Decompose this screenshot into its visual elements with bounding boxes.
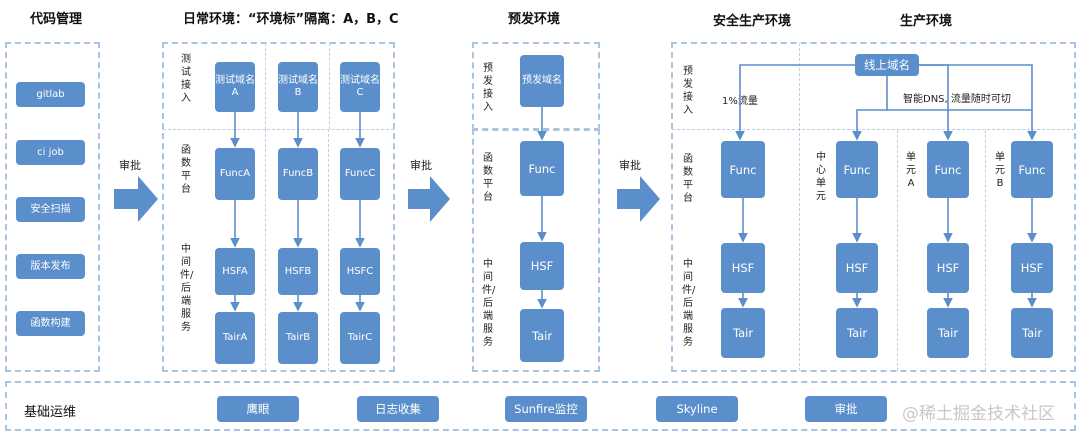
approve-arrow-2 bbox=[408, 176, 450, 222]
prod-online-domain[interactable]: 线上域名 bbox=[855, 54, 919, 76]
daily-domain-c[interactable]: 测试域名C bbox=[340, 62, 380, 112]
daily-tair-a[interactable]: TairA bbox=[215, 312, 255, 364]
prod-unit-label-b: 单元B bbox=[995, 152, 1005, 189]
infra-title: 基础运维 bbox=[24, 405, 77, 420]
daily-func-c[interactable]: FuncC bbox=[340, 148, 380, 200]
code-mgmt-item-security-scan[interactable]: 安全扫描 bbox=[16, 197, 85, 222]
section-title-daily-env: 日常环境：“环境标”隔离：A，B，C bbox=[183, 12, 399, 27]
daily-func-a[interactable]: FuncA bbox=[215, 148, 255, 200]
prod-unit-label-a: 单元A bbox=[906, 152, 916, 189]
daily-env-col-divider-1 bbox=[265, 43, 266, 129]
infra-item-eagle-eye[interactable]: 鹰眼 bbox=[217, 396, 299, 422]
daily-col-b-outline bbox=[265, 129, 329, 371]
safe-row-label-func: 函数平台 bbox=[683, 154, 693, 204]
prod-unit-divider-2 bbox=[985, 130, 986, 371]
safe-tair[interactable]: Tair bbox=[721, 308, 765, 358]
approve-label-1: 审批 bbox=[119, 159, 141, 172]
safe-func[interactable]: Func bbox=[721, 141, 765, 198]
section-title-safe-prod-env: 安全生产环境 bbox=[713, 14, 792, 29]
prod-center-func[interactable]: Func bbox=[836, 141, 878, 198]
prod-unit-a-tair[interactable]: Tair bbox=[927, 308, 969, 358]
infra-item-sunfire[interactable]: Sunfire监控 bbox=[505, 396, 587, 422]
section-title-pre-env: 预发环境 bbox=[508, 12, 561, 27]
arrow-domain-to-unit-b bbox=[919, 64, 1037, 141]
daily-domain-b[interactable]: 测试域名B bbox=[278, 62, 318, 112]
approve-arrow-3 bbox=[617, 176, 660, 222]
prod-unit-a-func[interactable]: Func bbox=[927, 141, 969, 198]
daily-row-label-middleware: 中间件/后端服务 bbox=[180, 244, 194, 333]
prod-unit-b-tair[interactable]: Tair bbox=[1011, 308, 1053, 358]
prod-outer-panel bbox=[671, 42, 1076, 372]
daily-hsf-c[interactable]: HSFC bbox=[340, 248, 380, 295]
prod-unit-a-hsf[interactable]: HSF bbox=[927, 243, 969, 293]
arrow-domain-to-unit-a bbox=[919, 64, 953, 141]
watermark: @稀土掘金技术社区 bbox=[902, 404, 1055, 424]
code-mgmt-panel bbox=[5, 42, 100, 372]
section-title-code-mgmt: 代码管理 bbox=[30, 12, 83, 27]
pre-func[interactable]: Func bbox=[520, 141, 564, 196]
safe-hsf[interactable]: HSF bbox=[721, 243, 765, 293]
daily-hsf-a[interactable]: HSFA bbox=[215, 248, 255, 295]
daily-env-col-divider-2 bbox=[329, 43, 330, 129]
safe-row-label-middleware: 中间件/后端服务 bbox=[682, 259, 696, 348]
infra-item-skyline[interactable]: Skyline bbox=[656, 396, 738, 422]
code-mgmt-item-gitlab[interactable]: gitlab bbox=[16, 82, 85, 107]
prod-unit-b-func[interactable]: Func bbox=[1011, 141, 1053, 198]
daily-row-label-func: 函数平台 bbox=[181, 145, 191, 195]
approve-label-3: 审批 bbox=[619, 159, 641, 172]
pre-tair[interactable]: Tair bbox=[520, 309, 564, 362]
daily-tair-c[interactable]: TairC bbox=[340, 312, 380, 364]
daily-env-panel bbox=[162, 42, 395, 372]
pre-row-label-access: 预发接入 bbox=[483, 63, 493, 113]
arrow-domain-to-safe bbox=[735, 64, 855, 141]
approve-arrow-1 bbox=[114, 176, 158, 222]
pre-env-panel bbox=[472, 129, 600, 372]
pre-row-label-middleware: 中间件/后端服务 bbox=[482, 259, 496, 348]
daily-func-b[interactable]: FuncB bbox=[278, 148, 318, 200]
pre-domain[interactable]: 预发域名 bbox=[520, 55, 564, 107]
safe-row-label-access: 预发接入 bbox=[683, 66, 693, 116]
prod-divider-vertical bbox=[799, 43, 800, 371]
prod-divider-horizontal bbox=[672, 129, 1075, 130]
prod-center-hsf[interactable]: HSF bbox=[836, 243, 878, 293]
pre-hsf[interactable]: HSF bbox=[520, 242, 564, 290]
pre-row-label-func: 函数平台 bbox=[483, 153, 493, 203]
arrow-domain-to-center bbox=[852, 76, 888, 141]
code-mgmt-item-release[interactable]: 版本发布 bbox=[16, 254, 85, 279]
prod-dns-note: 智能DNS, 流量随时可切 bbox=[903, 94, 1011, 105]
code-mgmt-item-ci-job[interactable]: ci job bbox=[16, 140, 85, 165]
code-mgmt-item-func-build[interactable]: 函数构建 bbox=[16, 311, 85, 336]
daily-hsf-b[interactable]: HSFB bbox=[278, 248, 318, 295]
prod-unit-divider-1 bbox=[897, 130, 898, 371]
daily-env-divider-1 bbox=[163, 129, 394, 130]
prod-unit-label-center: 中心单元 bbox=[816, 152, 826, 202]
daily-domain-a[interactable]: 测试域名A bbox=[215, 62, 255, 112]
daily-row-label-access: 测试接入 bbox=[181, 54, 191, 104]
prod-center-tair[interactable]: Tair bbox=[836, 308, 878, 358]
infra-item-approve[interactable]: 审批 bbox=[805, 396, 887, 422]
approve-label-2: 审批 bbox=[410, 159, 432, 172]
daily-tair-b[interactable]: TairB bbox=[278, 312, 318, 364]
infra-panel bbox=[5, 381, 1076, 431]
section-title-prod-env: 生产环境 bbox=[900, 14, 953, 29]
infra-item-log-collect[interactable]: 日志收集 bbox=[357, 396, 439, 422]
prod-unit-b-hsf[interactable]: HSF bbox=[1011, 243, 1053, 293]
